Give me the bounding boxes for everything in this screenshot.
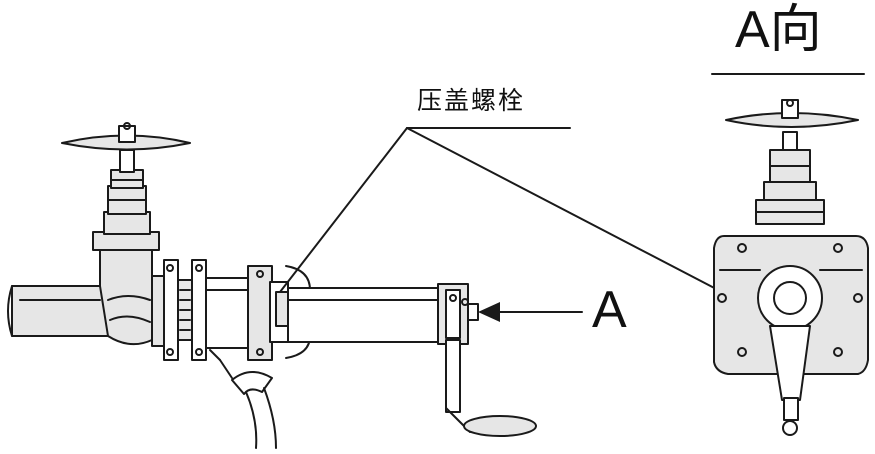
direction-arrow-label: A xyxy=(592,281,627,339)
inlet-pipe xyxy=(7,285,109,337)
right-gland-body xyxy=(713,235,869,375)
crank-handle xyxy=(445,339,537,437)
right-valve-stem xyxy=(755,131,825,225)
left-valve-bonnet xyxy=(92,149,160,251)
drain-pipe xyxy=(209,349,277,449)
blower-tube xyxy=(287,283,479,345)
flange-joint xyxy=(151,259,207,361)
gland-bolt-leader xyxy=(279,127,723,293)
right-crank-arm xyxy=(769,325,811,436)
gland-bolt-label: 压盖螺栓 xyxy=(417,86,526,115)
view-direction-arrow xyxy=(478,302,583,322)
right-handwheel xyxy=(725,99,859,128)
left-valve-body xyxy=(99,247,153,346)
spool-tube xyxy=(205,277,251,349)
left-handwheel xyxy=(61,122,191,151)
gland-flange xyxy=(247,265,311,361)
view-title-label: A向 xyxy=(735,1,822,59)
